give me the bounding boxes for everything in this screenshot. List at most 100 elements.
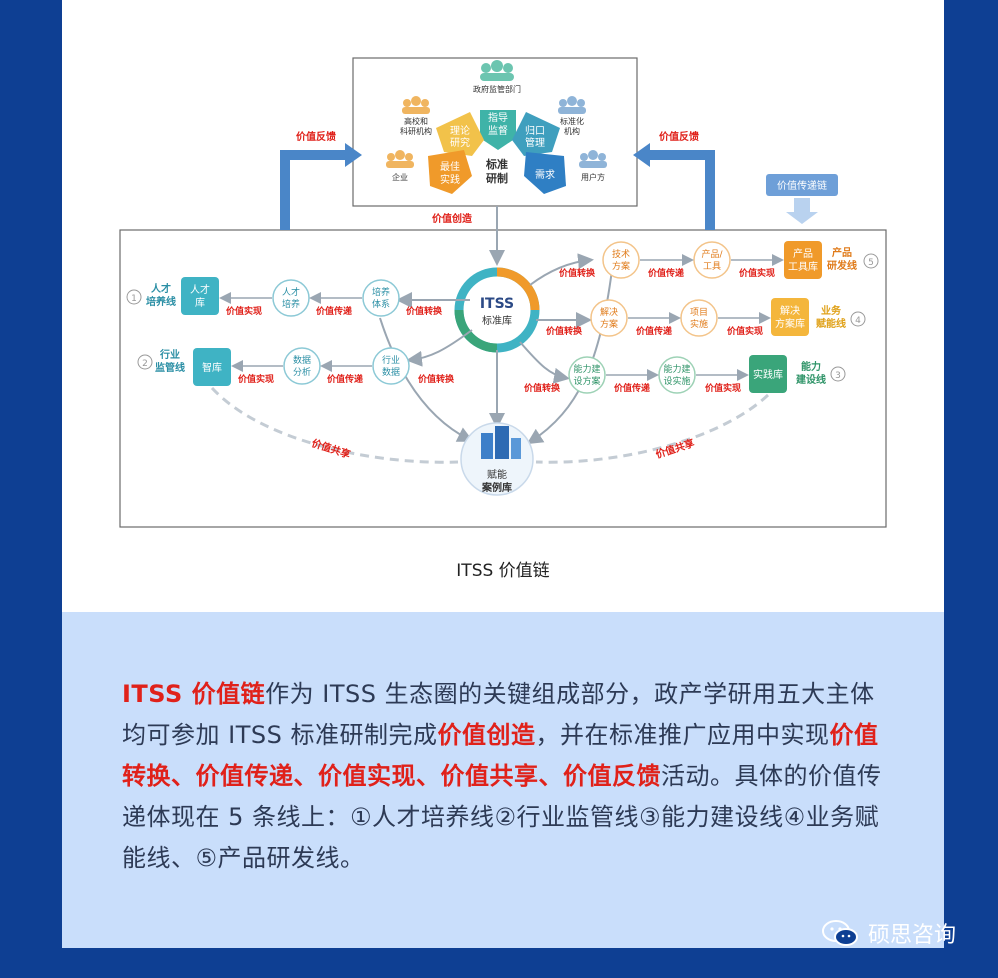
svg-text:实践: 实践 — [440, 173, 460, 186]
line-3-label: 能力 建设线 3 — [795, 360, 846, 386]
actor-enterprise: 企业 — [392, 172, 408, 182]
petal-practice: 最佳 实践 — [428, 150, 472, 194]
svg-text:价值传递: 价值传递 — [648, 267, 684, 279]
data-analysis-node: 数据 分析 — [283, 347, 321, 385]
people-icon — [402, 96, 430, 114]
capability-implementation-node: 能力建 设实施 — [658, 356, 696, 394]
svg-text:标准库: 标准库 — [482, 314, 512, 327]
enabling-case-library: 赋能 案例库 — [460, 422, 534, 496]
industry-data-node: 行业 数据 — [372, 347, 410, 385]
value-transfer-chain-label: 价值传递链 — [777, 179, 827, 192]
svg-text:价值实现: 价值实现 — [727, 325, 763, 337]
project-implementation-node: 项目 实施 — [680, 299, 718, 337]
svg-text:培养: 培养 — [372, 286, 390, 298]
itss-standard-library-hub: ITSS 标准库 — [454, 267, 540, 353]
line-2-label: 2 行业 监管线 — [137, 348, 185, 374]
svg-text:案例库: 案例库 — [481, 481, 512, 494]
svg-text:价值转换: 价值转换 — [546, 325, 583, 337]
share-arc-right — [535, 393, 770, 464]
actor-univ: 高校和 — [404, 116, 428, 126]
svg-text:1: 1 — [131, 294, 137, 304]
svg-text:解决: 解决 — [780, 304, 800, 317]
svg-text:技术: 技术 — [612, 248, 630, 260]
petal-manage: 归口 管理 — [512, 112, 560, 156]
svg-text:研发线: 研发线 — [827, 259, 857, 272]
svg-text:工具: 工具 — [703, 261, 721, 272]
watermark: 硕思咨询 — [820, 917, 956, 949]
svg-text:4: 4 — [855, 316, 861, 326]
training-system-node: 培养 体系 — [362, 279, 400, 317]
people-icon — [480, 60, 514, 81]
solution-node: 解决 方案 — [590, 299, 628, 337]
create-label: 价值创造 — [432, 212, 473, 225]
svg-text:价值实现: 价值实现 — [739, 267, 775, 279]
svg-text:人才: 人才 — [151, 282, 171, 295]
line-5-label: 产品 研发线 5 — [827, 246, 879, 272]
svg-text:培养线: 培养线 — [146, 295, 176, 308]
svg-text:2: 2 — [142, 359, 148, 369]
standard-development-box — [352, 57, 638, 207]
itss-value-chain-diagram: 价值反馈 价值反馈 价值创造 价值传递链 指导 监督 理论 研究 归口 管理 最… — [119, 57, 887, 528]
svg-text:方案: 方案 — [600, 318, 618, 330]
svg-text:监管线: 监管线 — [155, 361, 185, 374]
highlight-itss-value-chain: ITSS 价值链 — [122, 680, 266, 708]
feedback-label-left: 价值反馈 — [296, 130, 336, 143]
tech-solution-node: 技术 方案 — [602, 241, 640, 279]
petal-demand: 需求 — [524, 152, 566, 194]
svg-text:价值转换: 价值转换 — [559, 267, 596, 279]
svg-text:价值传递: 价值传递 — [327, 373, 363, 385]
svg-text:价值转换: 价值转换 — [524, 382, 561, 394]
svg-text:研制: 研制 — [486, 171, 508, 185]
petal-theory: 理论 研究 — [436, 112, 484, 156]
svg-text:方案库: 方案库 — [775, 317, 805, 330]
svg-text:产品: 产品 — [793, 247, 813, 260]
svg-text:指导: 指导 — [488, 111, 508, 124]
svg-text:监督: 监督 — [488, 124, 508, 137]
svg-text:体系: 体系 — [372, 298, 390, 310]
center-label: 标准 — [485, 157, 508, 171]
svg-text:设实施: 设实施 — [663, 375, 690, 387]
svg-text:人才: 人才 — [190, 283, 210, 296]
svg-text:ITSS: ITSS — [480, 296, 514, 312]
description-paragraph: ITSS 价值链作为 ITSS 生态圈的关键组成部分，政产学研用五大主体均可参加… — [122, 680, 882, 872]
feedback-label-right: 价值反馈 — [659, 130, 699, 143]
svg-text:管理: 管理 — [525, 136, 545, 149]
figure-caption: ITSS 价值链 — [456, 561, 550, 581]
svg-text:5: 5 — [868, 258, 874, 268]
svg-text:工具库: 工具库 — [788, 260, 818, 273]
svg-text:科研机构: 科研机构 — [400, 126, 432, 136]
text-panel — [62, 612, 944, 948]
svg-text:价值传递: 价值传递 — [316, 305, 352, 317]
share-arc-left — [210, 386, 459, 464]
svg-text:方案: 方案 — [612, 260, 630, 272]
svg-text:价值传递: 价值传递 — [636, 325, 672, 337]
feedback-arrow-left — [280, 150, 345, 230]
talent-library: 人才 库 — [181, 277, 219, 315]
actor-stdorg: 标准化 — [560, 116, 584, 126]
feedback-arrow-right — [650, 150, 715, 230]
talent-training-node: 人才 培养 — [272, 279, 310, 317]
svg-text:行业: 行业 — [382, 354, 400, 366]
svg-text:研究: 研究 — [450, 136, 470, 149]
highlight-value-create: 价值创造 — [437, 721, 536, 749]
people-icon — [579, 150, 607, 168]
svg-text:人才: 人才 — [282, 286, 300, 298]
think-tank-library: 智库 — [193, 348, 231, 386]
product-tool-node: 产品/ 工具 — [693, 241, 731, 279]
highlight-value-activities: 价值转换、价值传递、价值实现、价值共享、价值反馈 — [122, 721, 879, 790]
svg-text:价值转换: 价值转换 — [406, 305, 443, 317]
actor-gov: 政府监管部门 — [473, 84, 521, 94]
svg-text:理论: 理论 — [450, 124, 470, 137]
value-transfer-chain-badge — [766, 174, 838, 196]
svg-text:价值传递: 价值传递 — [614, 382, 650, 394]
line-4-label: 业务 赋能线 4 — [816, 304, 866, 330]
practice-library: 实践库 — [749, 355, 787, 393]
svg-text:设方案: 设方案 — [573, 375, 600, 387]
chain-down-arrow — [786, 198, 818, 224]
svg-text:库: 库 — [195, 296, 205, 309]
svg-text:需求: 需求 — [535, 169, 555, 181]
svg-text:智库: 智库 — [202, 361, 222, 374]
svg-text:能力建: 能力建 — [573, 363, 600, 375]
svg-text:培养: 培养 — [282, 298, 300, 310]
svg-text:赋能线: 赋能线 — [816, 317, 846, 330]
